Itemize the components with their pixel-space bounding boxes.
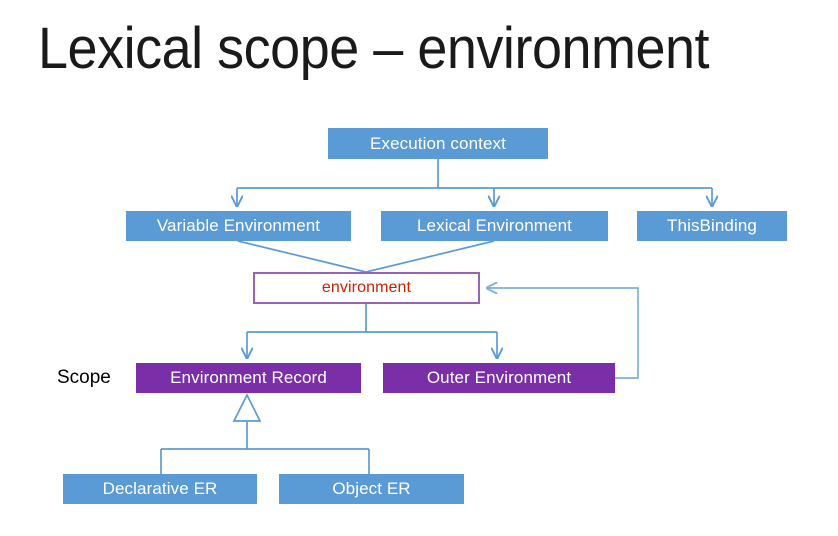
node-object-er[interactable]: Object ER <box>279 474 464 504</box>
node-environment[interactable]: environment <box>253 272 480 304</box>
uml-generalization-triangle <box>232 393 262 422</box>
edge-variable-environment-to-environment <box>237 240 367 273</box>
node-execution-context[interactable]: Execution context <box>328 128 548 159</box>
edge-lexical-environment-to-environment <box>365 240 495 273</box>
node-this-binding[interactable]: ThisBinding <box>637 211 787 241</box>
node-declarative-er[interactable]: Declarative ER <box>63 474 257 504</box>
page-title: Lexical scope – environment <box>38 16 710 81</box>
node-environment-record[interactable]: Environment Record <box>136 363 361 393</box>
node-variable-environment[interactable]: Variable Environment <box>126 211 351 241</box>
node-outer-environment[interactable]: Outer Environment <box>383 363 615 393</box>
scope-label: Scope <box>57 367 111 388</box>
node-lexical-environment[interactable]: Lexical Environment <box>381 211 608 241</box>
